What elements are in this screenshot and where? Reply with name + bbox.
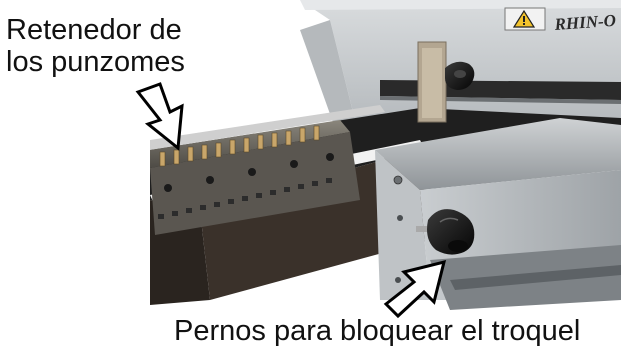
brand-logo: RHIN-O (553, 11, 617, 34)
callout-arrow-bottom (383, 259, 447, 319)
punch-retainer-bar (150, 120, 360, 235)
punch-retainer-label-line2: los punzomes (6, 46, 185, 79)
die-lock-pins-label: Pernos para bloquear el troquel (174, 315, 581, 347)
die-holder-block (375, 118, 621, 310)
punch-retainer-label: Retenedor de los punzomes (6, 14, 185, 79)
upper-knob-assembly (417, 41, 475, 123)
lower-knob-assembly (416, 209, 475, 255)
callout-arrow-top (135, 82, 184, 151)
punch-retainer-label-line1: Retenedor de (6, 14, 182, 46)
